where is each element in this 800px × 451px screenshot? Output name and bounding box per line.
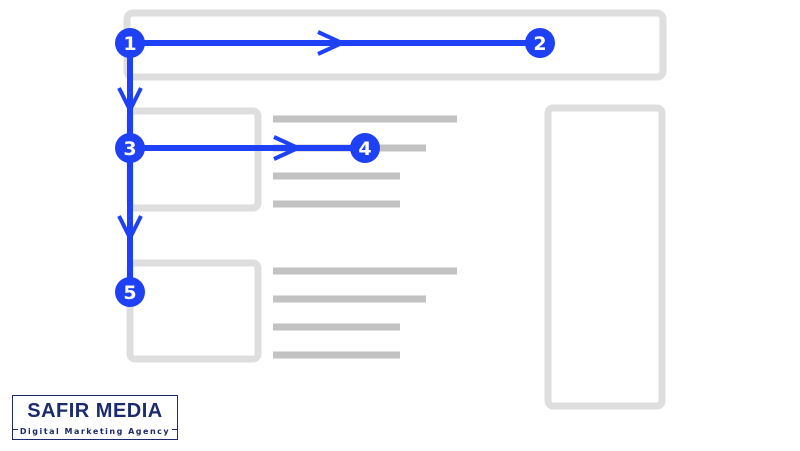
arrow-right-icon xyxy=(317,30,347,56)
step-label-2: 2 xyxy=(533,33,546,55)
arrow-down-icon xyxy=(117,87,143,115)
step-label-1: 1 xyxy=(123,33,136,55)
step-label-4: 4 xyxy=(358,138,371,160)
image-block-2 xyxy=(126,259,262,363)
step-label-5: 5 xyxy=(123,282,136,304)
step-badge-5: 5 xyxy=(115,277,145,307)
step-label-3: 3 xyxy=(123,138,136,160)
step-badge-3: 3 xyxy=(115,133,145,163)
logo-tagline: Digital Marketing Agency xyxy=(17,427,173,437)
company-logo: SAFIR MEDIA Digital Marketing Agency xyxy=(12,395,178,440)
logo-name: SAFIR MEDIA xyxy=(27,400,163,422)
arrow-down-icon xyxy=(117,215,143,243)
arrows xyxy=(117,30,347,243)
step-badge-2: 2 xyxy=(525,28,555,58)
step-badge-1: 1 xyxy=(115,28,145,58)
step-badge-4: 4 xyxy=(350,133,380,163)
step-badges: 1 2 3 4 5 xyxy=(115,28,555,307)
arrow-right-icon xyxy=(273,135,303,161)
wireframe xyxy=(123,9,667,410)
image-block-1 xyxy=(126,107,262,212)
sidebar-block xyxy=(544,104,666,410)
reading-path xyxy=(127,40,543,295)
